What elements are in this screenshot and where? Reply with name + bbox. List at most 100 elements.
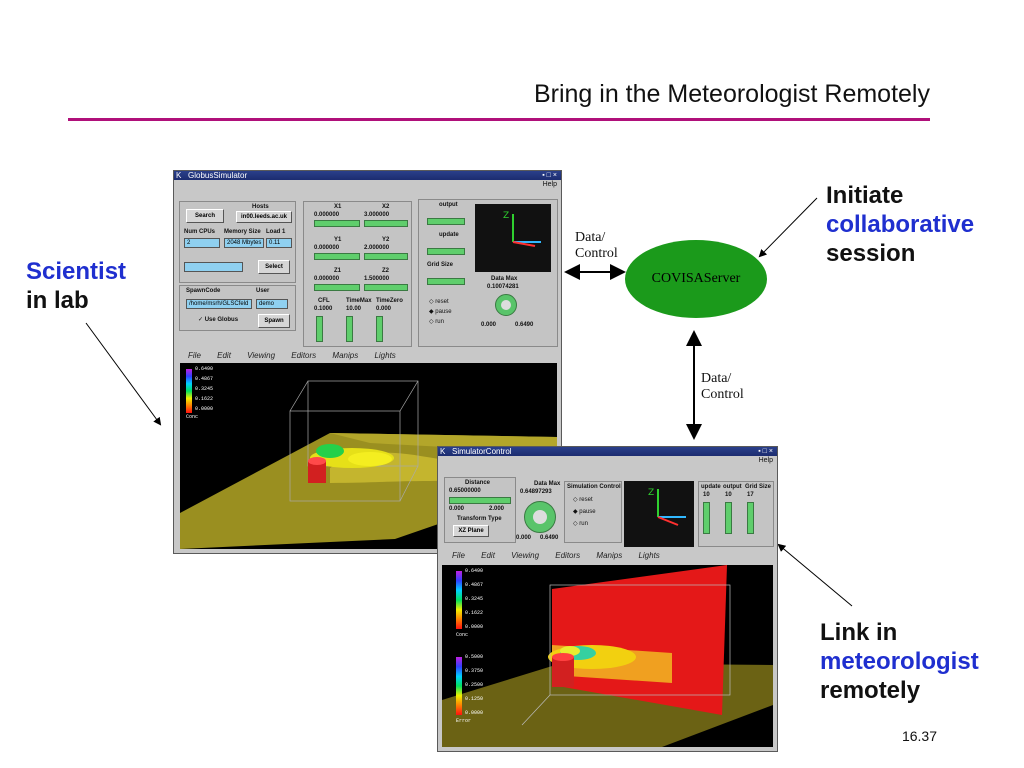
grid-size-value: 17: [747, 492, 754, 498]
sim-control-panel: Simulation Control ◇ reset ◆ pause ◇ run: [564, 481, 622, 543]
x2-slider[interactable]: [364, 220, 408, 227]
globus-titlebar[interactable]: K GlobusSimulator ▪□×: [174, 171, 561, 180]
menu-file[interactable]: File: [188, 351, 201, 360]
control-3d-viewport[interactable]: 0.6490 0.4867 0.3245 0.1622 0.0000 Conc …: [442, 565, 773, 747]
datamax-value: 0.10074281: [487, 284, 519, 290]
output-slider[interactable]: [725, 502, 732, 534]
menu-edit[interactable]: Edit: [481, 551, 495, 560]
transform-select[interactable]: XZ Plane: [453, 525, 489, 537]
menu-viewing[interactable]: Viewing: [511, 551, 540, 560]
y2-slider[interactable]: [364, 253, 408, 260]
reset-toggle[interactable]: ◇ reset: [573, 497, 593, 503]
menu-lights[interactable]: Lights: [374, 351, 396, 360]
timemax-slider[interactable]: [346, 316, 353, 342]
memory-label: Memory Size: [224, 229, 261, 235]
load-field[interactable]: 0.11: [266, 238, 292, 248]
simulation-render: [442, 565, 773, 747]
datamax-dial[interactable]: [524, 501, 556, 533]
y2-label: Y2: [382, 237, 390, 243]
window-menu-icon[interactable]: K: [176, 171, 182, 180]
error-colorbar: [456, 657, 462, 715]
menu-lights[interactable]: Lights: [638, 551, 660, 560]
cb1-tick-1: 0.4867: [465, 582, 484, 588]
pause-toggle[interactable]: ◆ pause: [429, 309, 452, 315]
cb2-title: Error: [456, 718, 472, 724]
user-field[interactable]: demo: [256, 299, 288, 309]
select-button[interactable]: Select: [258, 260, 290, 274]
cb2-tick-3: 0.1250: [465, 696, 484, 702]
window-controls[interactable]: ▪□×: [542, 172, 559, 179]
use-globus-checkbox[interactable]: ✓ Use Globus: [198, 317, 239, 323]
y1-slider[interactable]: [314, 253, 360, 260]
spawn-button[interactable]: Spawn: [258, 314, 290, 328]
run-label: run: [579, 521, 588, 527]
help-menu[interactable]: Help: [542, 181, 557, 188]
x2-label: X2: [382, 204, 390, 210]
output-label: output: [723, 484, 742, 490]
callout-initiate: Initiate collaborative session: [826, 181, 974, 268]
window-controls[interactable]: ▪□×: [758, 448, 775, 455]
update-slider[interactable]: [703, 502, 710, 534]
datamax-label: Data Max: [534, 481, 561, 487]
simulator-control-window: K SimulatorControl ▪□× Help Distance 0.6…: [437, 446, 778, 752]
menu-file[interactable]: File: [452, 551, 465, 560]
cb2-tick-4: 0.0000: [465, 710, 484, 716]
axes-preview: Z: [475, 204, 551, 272]
distance-slider[interactable]: [449, 497, 511, 504]
distance-value: 0.65000000: [449, 488, 481, 494]
run-toggle[interactable]: ◇ run: [573, 521, 588, 527]
z2-slider[interactable]: [364, 284, 408, 291]
menu-editors[interactable]: Editors: [291, 351, 317, 360]
callout-scientist-line1: Scientist: [26, 258, 127, 285]
link-label-top: Data/ Control: [575, 230, 618, 262]
colorbar-title: Conc: [186, 414, 199, 420]
link-label-top-line1: Data/: [575, 230, 606, 245]
z1-slider[interactable]: [314, 284, 360, 291]
callout-link: Link in meteorologist remotely: [820, 618, 979, 705]
dial-max: 0.6490: [515, 322, 534, 328]
help-menu[interactable]: Help: [758, 457, 773, 464]
pause-toggle[interactable]: ◆ pause: [573, 509, 596, 515]
output-slider[interactable]: [427, 218, 465, 225]
window-menu-icon[interactable]: K: [440, 447, 446, 456]
x1-label: X1: [334, 204, 342, 210]
grid-size-slider[interactable]: [747, 502, 754, 534]
page-number: 16.37: [901, 728, 937, 744]
grid-size-slider[interactable]: [427, 278, 465, 285]
menu-edit[interactable]: Edit: [217, 351, 231, 360]
arrow-scientist: [85, 322, 162, 426]
update-label: update: [701, 484, 721, 490]
datamax-value: 0.64897293: [520, 489, 552, 495]
env-field[interactable]: [184, 262, 243, 272]
conc-colorbar: [456, 571, 462, 629]
menu-editors[interactable]: Editors: [555, 551, 581, 560]
run-toggle[interactable]: ◇ run: [429, 319, 444, 325]
menu-manips[interactable]: Manips: [596, 551, 623, 560]
host-select[interactable]: in00.leeds.ac.uk: [236, 211, 292, 223]
search-button[interactable]: Search: [186, 209, 224, 223]
slide-title: Bring in the Meteorologist Remotely: [533, 80, 930, 108]
memory-field[interactable]: 2048 Mbytes: [224, 238, 264, 248]
cfl-slider[interactable]: [316, 316, 323, 342]
sim-control-label: Simulation Control: [567, 484, 621, 490]
spawncode-label: SpawnCode: [186, 288, 221, 294]
hosts-label: Hosts: [252, 204, 269, 210]
colorbar-tick-3: 0.1622: [195, 396, 214, 402]
cb2-tick-0: 0.5000: [465, 654, 484, 660]
x1-slider[interactable]: [314, 220, 360, 227]
num-cpus-field[interactable]: 2: [184, 238, 220, 248]
datamax-dial[interactable]: [495, 294, 517, 316]
menu-viewing[interactable]: Viewing: [247, 351, 276, 360]
cb1-tick-2: 0.3245: [465, 596, 484, 602]
callout-link-line3: remotely: [820, 677, 921, 704]
link-label-right-line2: Control: [701, 387, 744, 402]
reset-toggle[interactable]: ◇ reset: [429, 299, 449, 305]
control-titlebar[interactable]: K SimulatorControl ▪□×: [438, 447, 777, 456]
rates-panel: update output Grid Size 10 10 17: [698, 481, 774, 547]
menu-manips[interactable]: Manips: [332, 351, 359, 360]
update-slider[interactable]: [427, 248, 465, 255]
update-value: 10: [703, 492, 710, 498]
spawncode-field[interactable]: /home/msrh/GLSCfeld: [186, 299, 252, 309]
timezero-slider[interactable]: [376, 316, 383, 342]
